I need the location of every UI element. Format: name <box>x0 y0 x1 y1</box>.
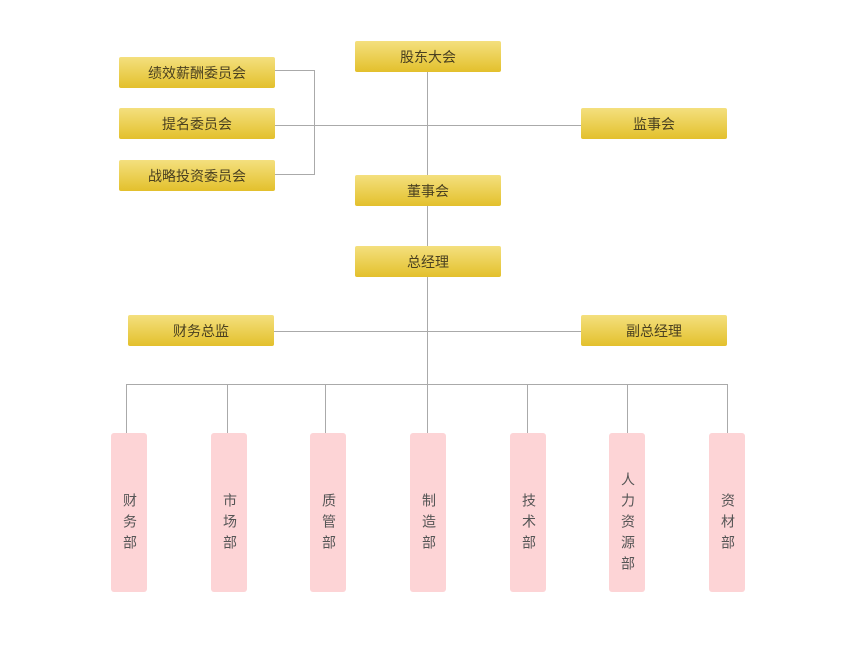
node-board: 董事会 <box>355 175 501 206</box>
node-supervisors: 监事会 <box>581 108 727 139</box>
node-general-manager: 总经理 <box>355 246 501 277</box>
dept-quality: 质管部 <box>310 433 346 592</box>
node-shareholders: 股东大会 <box>355 41 501 72</box>
node-compensation-committee: 绩效薪酬委员会 <box>119 57 275 88</box>
node-nomination-committee: 提名委员会 <box>119 108 275 139</box>
dept-materials: 资材部 <box>709 433 745 592</box>
dept-hr: 人力资源部 <box>609 433 645 592</box>
dept-finance: 财务部 <box>111 433 147 592</box>
dept-technology: 技术部 <box>510 433 546 592</box>
dept-marketing: 市场部 <box>211 433 247 592</box>
node-cfo: 财务总监 <box>128 315 274 346</box>
node-strategy-committee: 战略投资委员会 <box>119 160 275 191</box>
dept-manufacturing: 制造部 <box>410 433 446 592</box>
node-deputy-gm: 副总经理 <box>581 315 727 346</box>
